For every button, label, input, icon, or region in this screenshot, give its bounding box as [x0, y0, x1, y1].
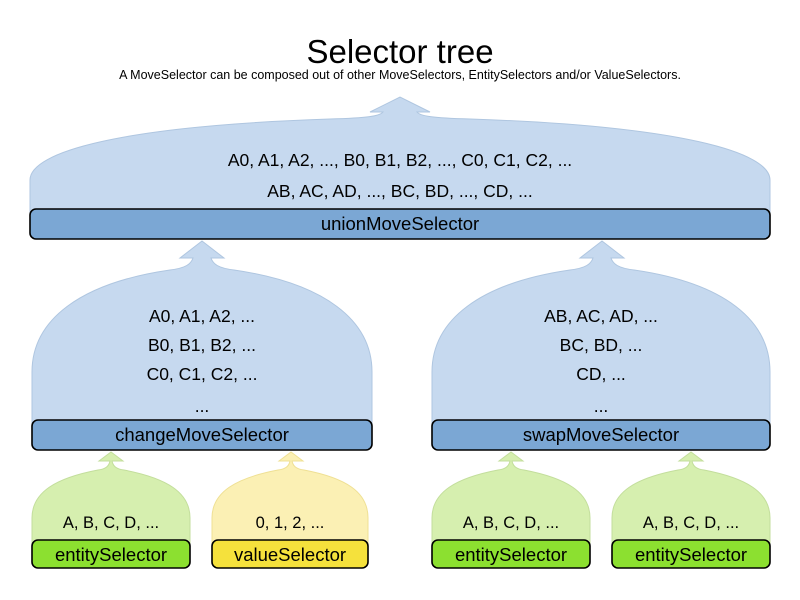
entity-selector-3-label-bar[interactable] — [611, 539, 771, 569]
node-entity-selector-1[interactable]: A, B, C, D, ... entitySelector — [31, 451, 191, 569]
union-label: unionMoveSelector — [321, 213, 479, 234]
node-swap-move-selector[interactable]: AB, AC, AD, ... BC, BD, ... CD, ... ... … — [431, 240, 771, 451]
change-content-line-4: ... — [195, 396, 210, 416]
union-content-line-2: AB, AC, AD, ..., BC, BD, ..., CD, ... — [267, 181, 532, 201]
value-selector-1-label-bar[interactable] — [211, 539, 369, 569]
union-dome-shape — [29, 96, 771, 214]
change-dome-shape — [31, 240, 373, 425]
entity-selector-1-label-bar[interactable] — [31, 539, 191, 569]
union-label-bar[interactable] — [29, 208, 771, 240]
union-content-line-1: A0, A1, A2, ..., B0, B1, B2, ..., C0, C1… — [228, 150, 572, 170]
entity-selector-1-label: entitySelector — [55, 544, 167, 565]
swap-dome-shape — [431, 240, 771, 425]
value-selector-1-dome-shape — [211, 451, 369, 545]
change-content-line-3: C0, C1, C2, ... — [147, 364, 258, 384]
entity-selector-2-dome-shape — [431, 451, 591, 545]
node-value-selector-1[interactable]: 0, 1, 2, ... valueSelector — [211, 451, 369, 569]
swap-content-line-3: CD, ... — [576, 364, 626, 384]
value-selector-1-label: valueSelector — [234, 544, 346, 565]
change-content-line-2: B0, B1, B2, ... — [148, 335, 256, 355]
entity-selector-2-label: entitySelector — [455, 544, 567, 565]
swap-content-line-2: BC, BD, ... — [560, 335, 643, 355]
change-label-bar[interactable] — [31, 419, 373, 451]
node-change-move-selector[interactable]: A0, A1, A2, ... B0, B1, B2, ... C0, C1, … — [31, 240, 373, 451]
entity-selector-2-label-bar[interactable] — [431, 539, 591, 569]
entity-selector-3-content: A, B, C, D, ... — [643, 514, 739, 532]
change-label: changeMoveSelector — [115, 424, 289, 445]
page-title: Selector tree — [306, 33, 493, 70]
entity-selector-1-content: A, B, C, D, ... — [63, 514, 159, 532]
swap-content-line-4: ... — [594, 396, 609, 416]
entity-selector-1-dome-shape — [31, 451, 191, 545]
swap-label: swapMoveSelector — [523, 424, 679, 445]
entity-selector-2-content: A, B, C, D, ... — [463, 514, 559, 532]
node-entity-selector-3[interactable]: A, B, C, D, ... entitySelector — [611, 451, 771, 569]
entity-selector-3-label: entitySelector — [635, 544, 747, 565]
value-selector-1-content: 0, 1, 2, ... — [256, 514, 325, 532]
node-entity-selector-2[interactable]: A, B, C, D, ... entitySelector — [431, 451, 591, 569]
node-union-move-selector[interactable]: A0, A1, A2, ..., B0, B1, B2, ..., C0, C1… — [29, 96, 771, 240]
page-subtitle: A MoveSelector can be composed out of ot… — [119, 68, 681, 82]
entity-selector-3-dome-shape — [611, 451, 771, 545]
swap-content-line-1: AB, AC, AD, ... — [544, 306, 658, 326]
change-content-line-1: A0, A1, A2, ... — [149, 306, 255, 326]
swap-label-bar[interactable] — [431, 419, 771, 451]
